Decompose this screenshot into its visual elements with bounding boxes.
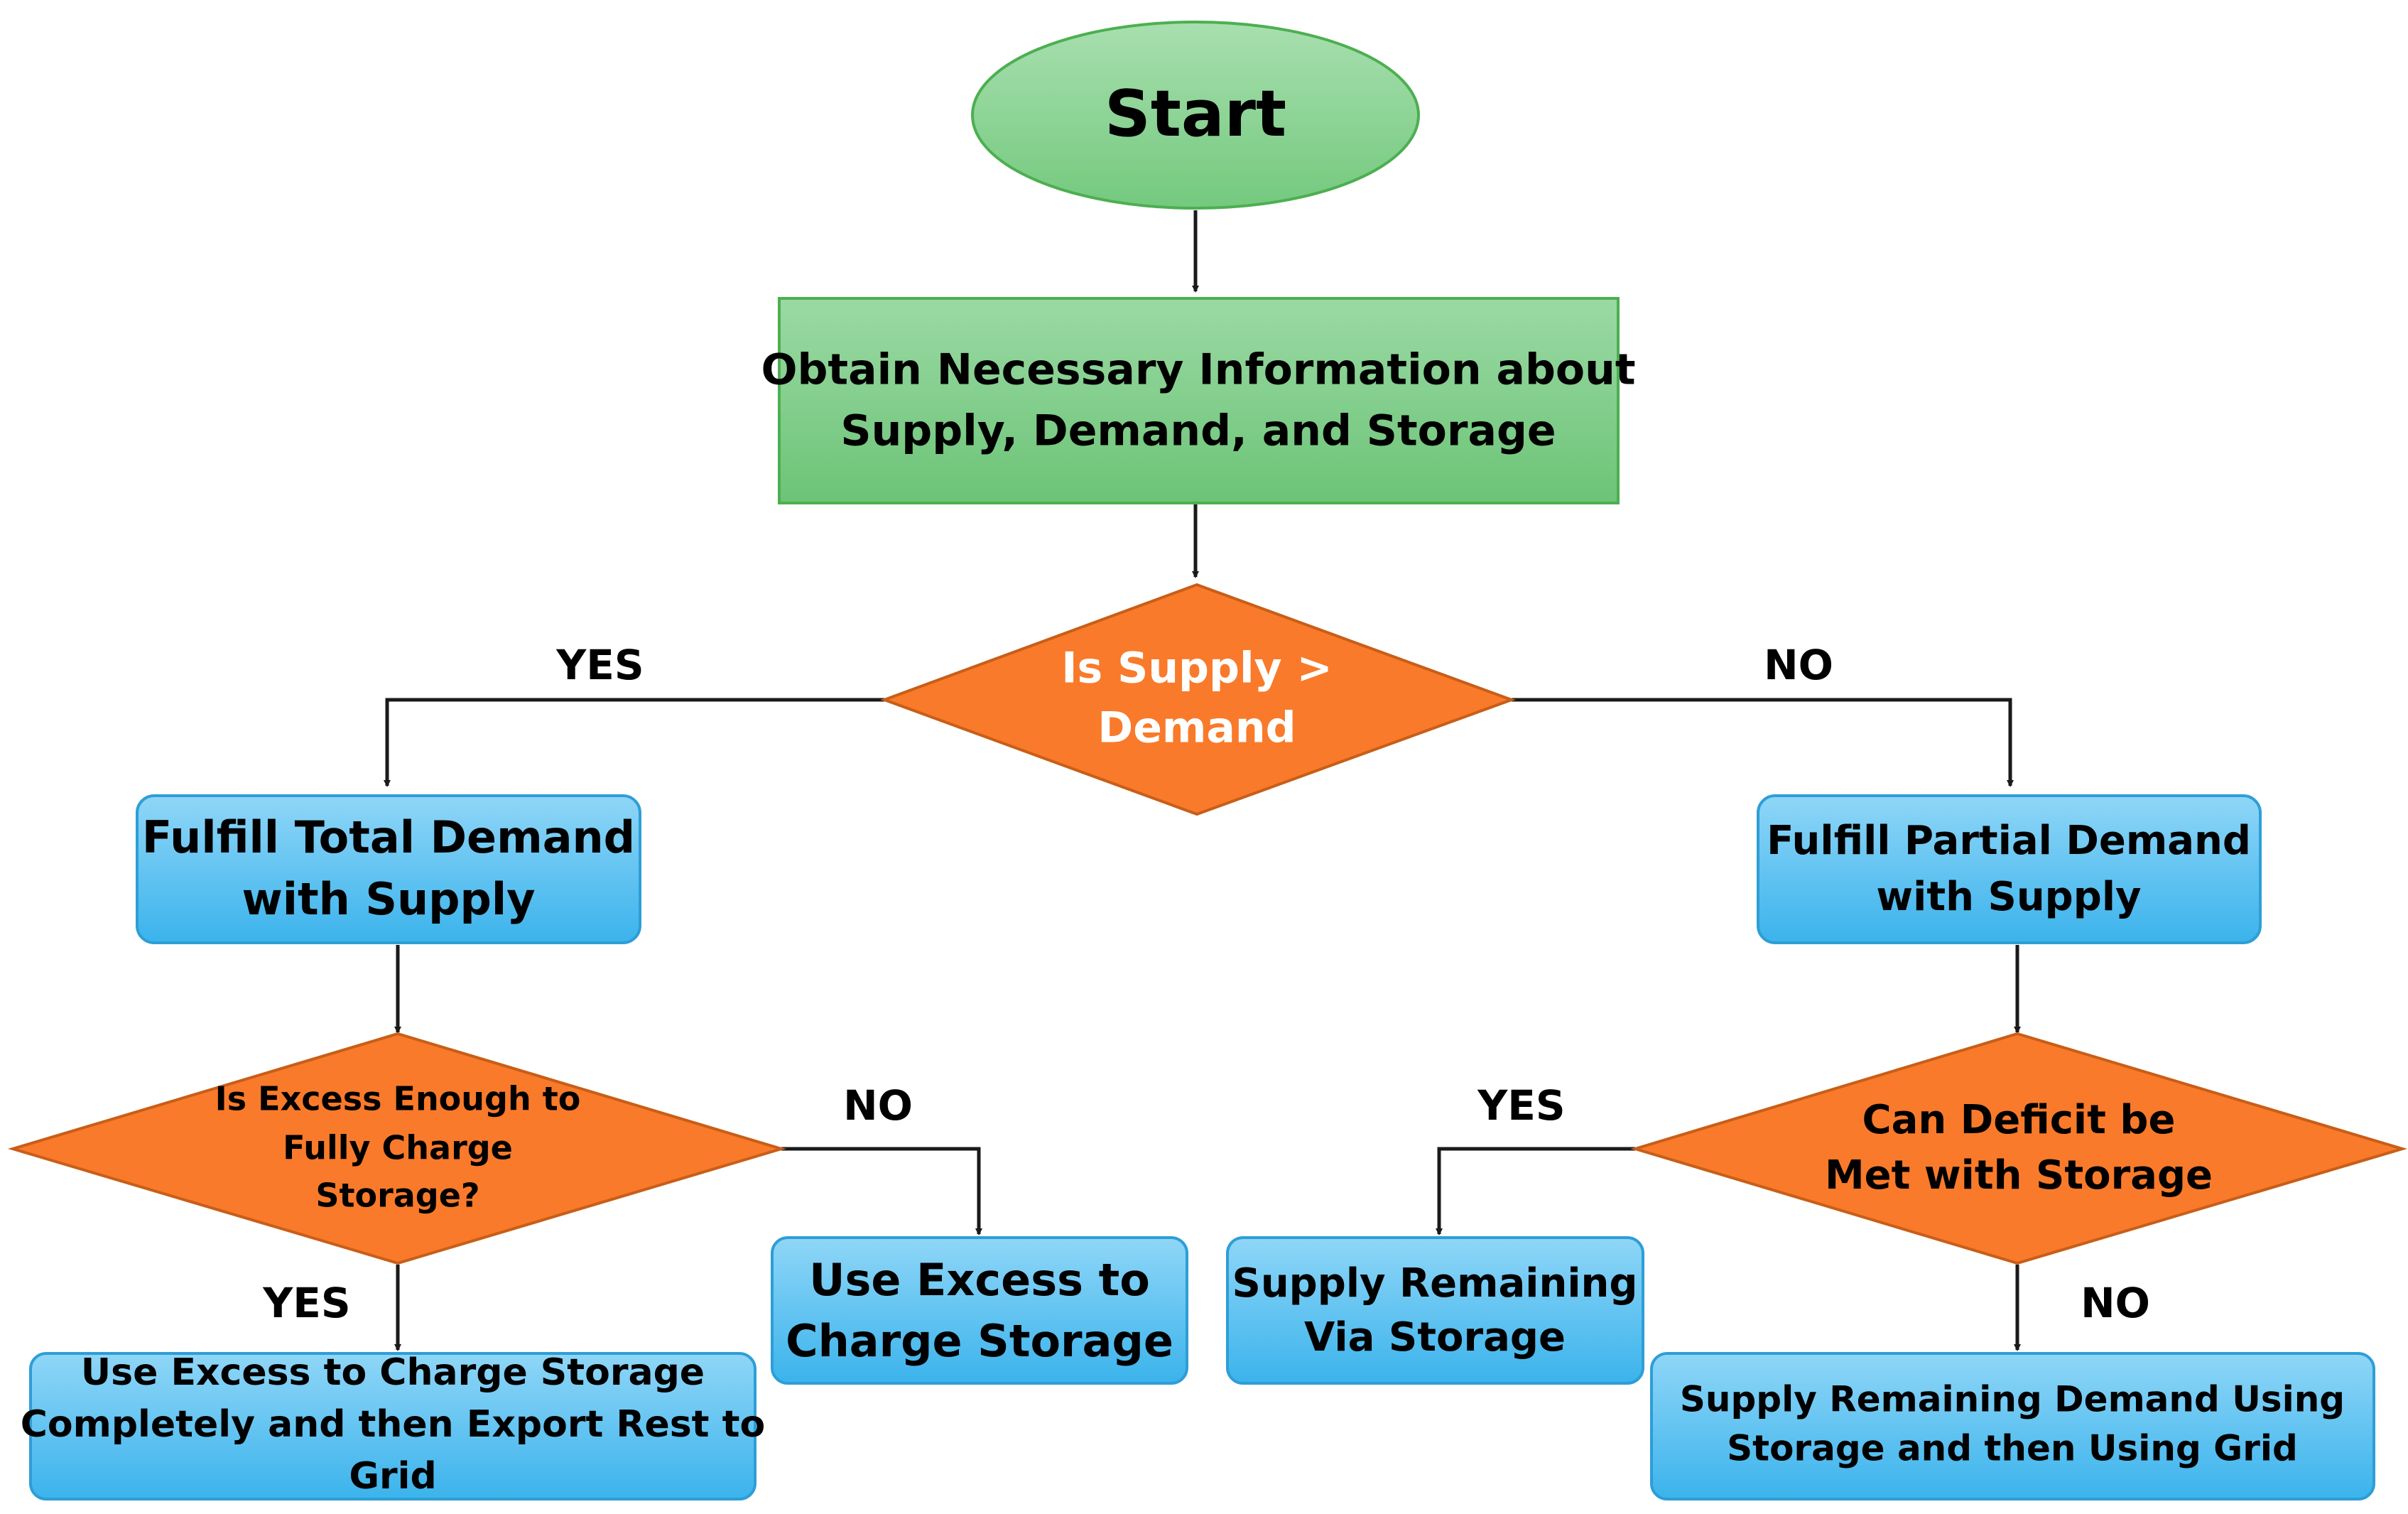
label-left-no: NO [843,1081,913,1130]
excess-decision: Is Excess Enough to Fully Charge Storage… [7,1032,786,1265]
fulfill-total-line-1: Fulfill Total Demand [142,811,635,863]
arrow-deficit-yes [1436,1147,1635,1235]
fulfill-partial-line-2: with Supply [1876,874,2141,920]
start-ellipse [971,21,1420,210]
use-excess-charge-box [771,1236,1188,1385]
supply-demand-decision: Is Supply > Demand [880,583,1516,816]
use-excess-charge-line-1: Use Excess to [809,1254,1150,1306]
fulfill-total-box [136,794,641,944]
label-top-yes: YES [555,641,644,689]
start-label: Start [1105,77,1286,151]
excess-line-1: Is Excess Enough to [215,1080,581,1118]
fulfill-partial-line-1: Fulfill Partial Demand [1767,818,2251,864]
charge-then-export-box [29,1352,756,1501]
obtain-info-line-1: Obtain Necessary Information about [761,345,1635,395]
label-top-no: NO [1764,641,1833,689]
storage-then-grid-line-2: Storage and then Using Grid [1727,1428,2298,1469]
label-right-yes: YES [1477,1081,1565,1130]
charge-then-export-line-3: Grid [349,1455,436,1498]
arrow-excess-no [781,1147,982,1235]
arrow-decision-yes [384,698,884,787]
edge-labels: YES NO NO YES YES NO [262,641,2150,1327]
supply-via-storage-line-1: Supply Remaining [1232,1260,1637,1307]
fulfill-total-line-2: with Supply [242,873,535,925]
deficit-decision: Can Deficit be Met with Storage [1630,1032,2408,1265]
supply-via-storage-line-2: Via Storage [1304,1314,1566,1361]
excess-line-3: Storage? [315,1177,479,1215]
obtain-info-node: Obtain Necessary Information about Suppl… [761,297,1636,504]
storage-then-grid-line-1: Supply Remaining Demand Using [1680,1379,2345,1420]
start-node: Start [971,21,1420,210]
charge-then-export-node: Use Excess to Charge Storage Completely … [21,1351,765,1501]
supply-via-storage-node: Supply Remaining Via Storage [1226,1236,1644,1385]
connectors [384,210,2021,1351]
storage-then-grid-box [1650,1352,2375,1501]
supply-demand-diamond [880,583,1516,816]
label-left-yes: YES [262,1279,350,1327]
obtain-info-line-2: Supply, Demand, and Storage [840,406,1556,456]
obtain-info-box [778,297,1620,504]
supply-via-storage-box [1226,1236,1644,1385]
deficit-line-1: Can Deficit be [1862,1097,2176,1143]
use-excess-charge-node: Use Excess to Charge Storage [771,1236,1188,1385]
charge-then-export-line-1: Use Excess to Charge Storage [81,1351,705,1394]
charge-then-export-line-2: Completely and then Export Rest to [21,1403,765,1446]
excess-line-2: Fully Charge [283,1129,513,1167]
excess-diamond [7,1032,786,1265]
supply-demand-line-2: Demand [1097,703,1296,753]
fulfill-partial-node: Fulfill Partial Demand with Supply [1757,794,2262,944]
use-excess-charge-line-2: Charge Storage [786,1315,1173,1367]
label-right-no: NO [2081,1279,2150,1327]
supply-demand-line-1: Is Supply > [1061,644,1333,693]
fulfill-partial-box [1757,794,2262,944]
deficit-diamond [1630,1032,2408,1265]
storage-then-grid-node: Supply Remaining Demand Using Storage an… [1650,1352,2375,1501]
arrow-decision-no [1512,698,2014,787]
deficit-line-2: Met with Storage [1825,1152,2213,1199]
fulfill-total-node: Fulfill Total Demand with Supply [136,794,641,944]
